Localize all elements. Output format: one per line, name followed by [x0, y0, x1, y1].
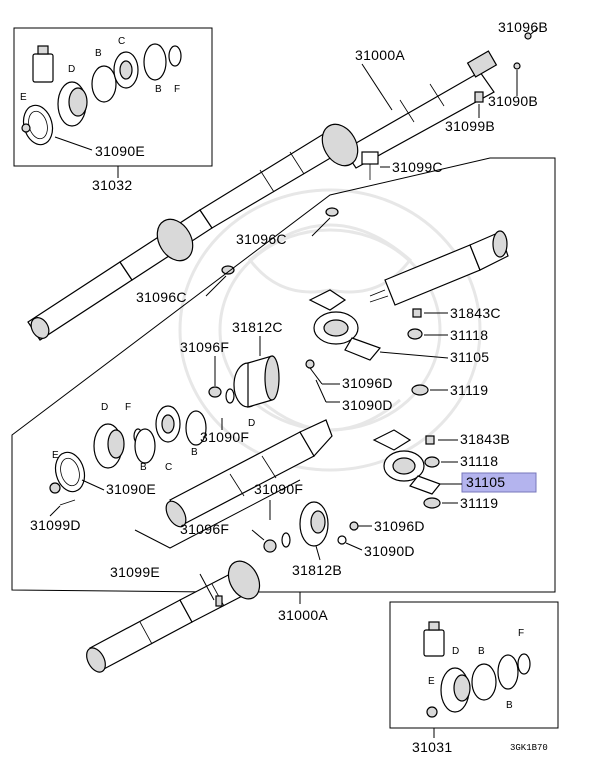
letter-mid-E: E	[52, 450, 59, 461]
letter-mid-B1: B	[140, 462, 147, 473]
label-31090F-b: 31090F	[254, 481, 303, 497]
snap-ring-F-icon	[168, 45, 182, 67]
label-31096B: 31096B	[498, 19, 548, 35]
letter-bot-E: E	[428, 676, 435, 687]
letter-mid-D: D	[248, 418, 255, 429]
diagram-code: 3GK1B70	[510, 743, 548, 753]
letter-B2: B	[155, 84, 162, 95]
label-31090D-a: 31090D	[342, 397, 393, 413]
label-31099D: 31099D	[30, 517, 81, 533]
intermediate-shaft	[165, 419, 333, 528]
nut-31096C-icon	[325, 207, 339, 217]
center-bearing-31105-lower-icon	[372, 429, 441, 495]
letter-bot-B1: B	[478, 646, 485, 657]
grease-tube-icon-2	[423, 621, 445, 657]
joint-kit-middle	[49, 405, 207, 506]
label-31032: 31032	[92, 177, 132, 193]
label-31096C-a: 31096C	[236, 231, 287, 247]
label-31000A-top: 31000A	[355, 47, 405, 63]
boot-ring-B-icon	[91, 65, 117, 103]
letter-B1: B	[95, 48, 102, 59]
kit-31032-box: D B C B F E 31090E 31032	[13, 27, 213, 193]
letter-mid-C: C	[165, 462, 172, 473]
label-31031: 31031	[412, 739, 452, 755]
label-31096D-a: 31096D	[342, 375, 393, 391]
label-31812C: 31812C	[232, 319, 283, 335]
label-31843B: 31843B	[460, 431, 510, 447]
flange-31812C-icon	[233, 355, 280, 408]
letter-F: F	[174, 84, 180, 95]
label-31000A-bottom: 31000A	[278, 607, 328, 623]
label-31090E-top: 31090E	[95, 143, 145, 159]
center-bearing-31105-upper-icon	[308, 289, 382, 361]
label-31099E: 31099E	[110, 564, 160, 580]
label-31096D-b: 31096D	[374, 518, 425, 534]
label-31812B: 31812B	[292, 562, 342, 578]
label-31119-b: 31119	[460, 495, 498, 511]
letter-C: C	[118, 36, 125, 47]
letter-D: D	[68, 64, 75, 75]
letter-mid-F: F	[125, 402, 131, 413]
letter-bot-D: D	[452, 646, 459, 657]
label-31090B: 31090B	[488, 93, 538, 109]
flange-D-icon	[57, 81, 88, 127]
grease-tube-icon	[32, 45, 54, 83]
label-31118-b: 31118	[460, 453, 498, 469]
bolt-E-icon	[21, 123, 31, 133]
label-31099B: 31099B	[445, 118, 495, 134]
letter-bot-B2: B	[506, 700, 513, 711]
rear-shaft-segment	[369, 230, 509, 306]
label-31118-a: 31118	[450, 327, 488, 343]
letter-mid-D2: D	[101, 402, 108, 413]
highlighted-part-31105[interactable]	[461, 472, 537, 493]
kit-31031-box: D B F E B	[389, 601, 559, 738]
label-31096F-a: 31096F	[180, 339, 229, 355]
label-31105-a: 31105	[450, 349, 489, 365]
letter-E: E	[20, 92, 27, 103]
label-31099C: 31099C	[392, 159, 443, 175]
flange-31812B-icon	[299, 501, 329, 547]
letter-bot-F: F	[518, 628, 524, 639]
label-31119-a: 31119	[450, 382, 488, 398]
label-31843C: 31843C	[450, 305, 501, 321]
label-31105-b[interactable]: 31105	[466, 474, 505, 490]
label-31090E-mid: 31090E	[106, 481, 156, 497]
propeller-shaft-lower	[86, 560, 261, 673]
exploded-view-frame	[11, 157, 556, 593]
label-31090D-b: 31090D	[364, 543, 415, 559]
center-bearing-upper-icon	[361, 151, 379, 180]
joint-C-icon	[113, 51, 139, 89]
boot-ring-B2-icon	[143, 43, 167, 81]
label-31090F-a: 31090F	[200, 429, 249, 445]
propeller-shaft-upper	[27, 50, 498, 341]
label-31096F-b: 31096F	[180, 521, 229, 537]
label-31096C-b: 31096C	[136, 289, 187, 305]
letter-mid-B2: B	[191, 447, 198, 458]
